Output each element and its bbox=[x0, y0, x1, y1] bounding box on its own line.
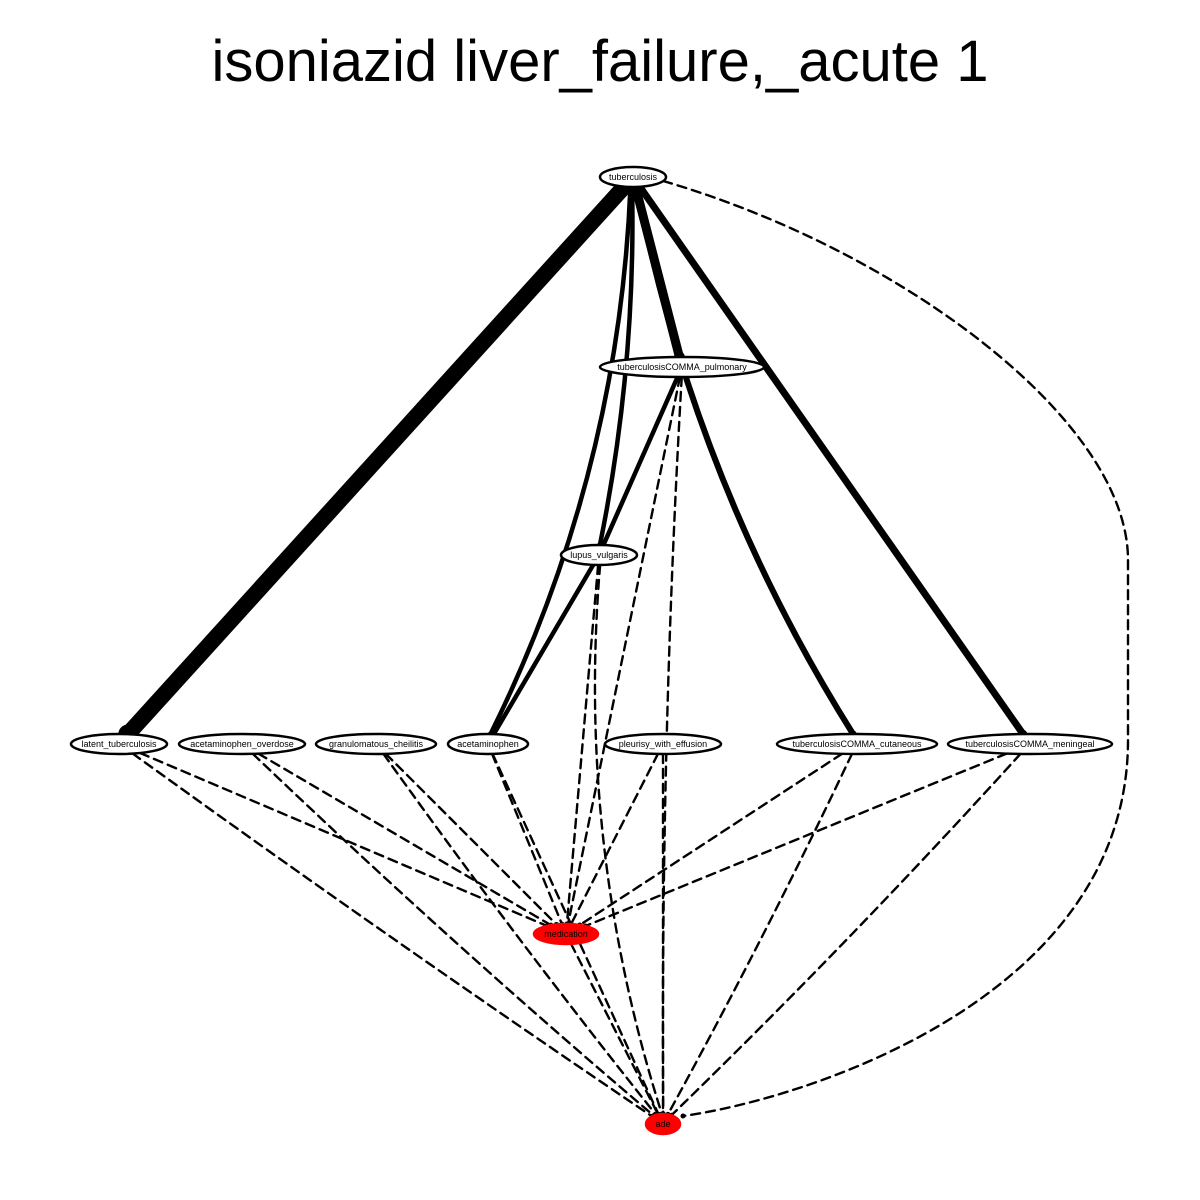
node-pleurisy[interactable]: pleurisy_with_effusion bbox=[603, 732, 723, 756]
edge-acetaminophen-to-medication bbox=[490, 752, 564, 926]
edge-pulmonary-to-medication bbox=[566, 375, 682, 926]
node-shape-tuberculosis bbox=[598, 165, 668, 189]
edge-meningeal-to-medication bbox=[584, 752, 1008, 928]
node-label-cutaneous: tuberculosisCOMMA_cutaneous bbox=[792, 739, 922, 749]
node-shape-pulmonary bbox=[598, 355, 766, 379]
node-cutaneous[interactable]: tuberculosisCOMMA_cutaneous bbox=[775, 732, 939, 756]
node-ade[interactable]: ade bbox=[644, 1112, 682, 1136]
edge-pulmonary-to-lupus bbox=[601, 374, 680, 548]
edge-cutaneous-to-ade bbox=[666, 752, 854, 1116]
node-shape-cutaneous bbox=[775, 732, 939, 756]
edge-lupus-to-ade bbox=[593, 563, 664, 1116]
node-lupus[interactable]: lupus_vulgaris bbox=[559, 543, 639, 567]
node-acet_overdose[interactable]: acetaminophen_overdose bbox=[177, 732, 307, 756]
node-label-acetaminophen: acetaminophen bbox=[457, 739, 519, 749]
node-shape-pleurisy bbox=[603, 732, 723, 756]
node-shape-ade bbox=[644, 1112, 682, 1136]
node-label-pleurisy: pleurisy_with_effusion bbox=[619, 739, 707, 749]
node-label-acet_overdose: acetaminophen_overdose bbox=[190, 739, 294, 749]
node-label-latent: latent_tuberculosis bbox=[81, 739, 157, 749]
node-shape-meningeal bbox=[946, 732, 1114, 756]
edge-medication-to-ade bbox=[569, 942, 660, 1116]
edge-tuberculosis-to-cutaneous bbox=[633, 183, 857, 738]
edge-granulomatous-to-ade bbox=[382, 752, 658, 1117]
node-shape-acet_overdose bbox=[177, 732, 307, 756]
node-meningeal[interactable]: tuberculosisCOMMA_meningeal bbox=[946, 732, 1114, 756]
edge-acet_overdose-to-medication bbox=[257, 752, 553, 927]
graph-title: isoniazid liver_failure,_acute 1 bbox=[211, 29, 989, 94]
node-label-granulomatous: granulomatous_cheilitis bbox=[329, 739, 424, 749]
node-acetaminophen[interactable]: acetaminophen bbox=[446, 732, 530, 756]
node-shape-lupus bbox=[559, 543, 639, 567]
edge-tuberculosis-to-acetaminophen bbox=[488, 184, 633, 737]
edge-latent-to-ade bbox=[131, 752, 654, 1118]
edge-tuberculosis-to-meningeal bbox=[636, 183, 1027, 738]
node-shape-granulomatous bbox=[314, 732, 438, 756]
node-medication[interactable]: medication bbox=[532, 922, 600, 946]
nodes-layer: tuberculosis tuberculosisCOMMA_pulmonaryl… bbox=[69, 165, 1114, 1136]
edge-tuberculosis-to-ade bbox=[662, 179, 1130, 1118]
node-shape-medication bbox=[532, 922, 600, 946]
edges-layer bbox=[118, 178, 1130, 1119]
edge-granulomatous-to-medication bbox=[384, 752, 558, 926]
edge-pleurisy-to-medication bbox=[569, 752, 660, 926]
edge-acet_overdose-to-ade bbox=[251, 752, 655, 1117]
node-label-pulmonary: tuberculosisCOMMA_pulmonary bbox=[617, 362, 747, 372]
node-label-meningeal: tuberculosisCOMMA_meningeal bbox=[965, 739, 1094, 749]
node-granulomatous[interactable]: granulomatous_cheilitis bbox=[314, 732, 438, 756]
node-pulmonary[interactable]: tuberculosisCOMMA_pulmonary bbox=[598, 355, 766, 379]
arrowhead-tuberculosis-to-ade bbox=[680, 1113, 686, 1119]
node-shape-acetaminophen bbox=[446, 732, 530, 756]
edge-lupus-to-medication bbox=[565, 563, 600, 926]
edge-meningeal-to-ade bbox=[670, 752, 1022, 1117]
node-label-lupus: lupus_vulgaris bbox=[570, 550, 628, 560]
node-latent[interactable]: latent_tuberculosis bbox=[69, 732, 169, 756]
edge-cutaneous-to-medication bbox=[578, 752, 844, 927]
node-label-ade: ade bbox=[655, 1119, 670, 1129]
edge-tuberculosis-to-latent bbox=[119, 178, 633, 743]
node-label-tuberculosis: tuberculosis bbox=[609, 172, 658, 182]
edge-lupus-to-acetaminophen bbox=[491, 562, 596, 737]
node-label-medication: medication bbox=[544, 929, 588, 939]
node-tuberculosis[interactable]: tuberculosis bbox=[598, 165, 668, 189]
node-shape-latent bbox=[69, 732, 169, 756]
